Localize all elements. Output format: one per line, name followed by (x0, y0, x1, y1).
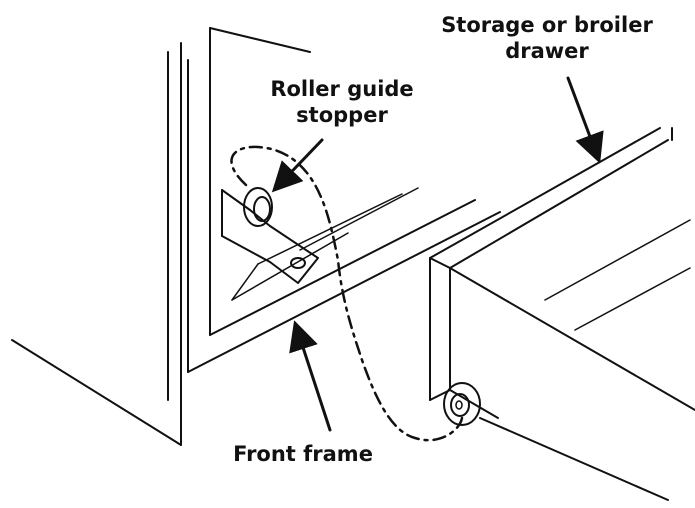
roller-travel-path (230, 145, 464, 442)
stopper-label-line2: stopper (296, 103, 388, 127)
front-frame-leader-arrow (289, 320, 332, 432)
stopper-label: Roller guide stopper (262, 76, 422, 128)
drawer-leader-arrow (566, 76, 604, 164)
front-frame-label-text: Front frame (233, 442, 373, 466)
drawer-label-line2: drawer (505, 39, 589, 63)
stopper-label-line1: Roller guide (270, 77, 414, 101)
drawer-label-line1: Storage or broiler (441, 13, 653, 37)
stopper-leader-arrow (271, 138, 324, 193)
drawer-roller (443, 382, 481, 426)
range-side-panel (11, 42, 189, 446)
roller-guide-stopper (221, 187, 319, 284)
drawer-label: Storage or broiler drawer (402, 12, 692, 64)
drawer (429, 127, 695, 501)
front-frame-label: Front frame (208, 441, 398, 467)
